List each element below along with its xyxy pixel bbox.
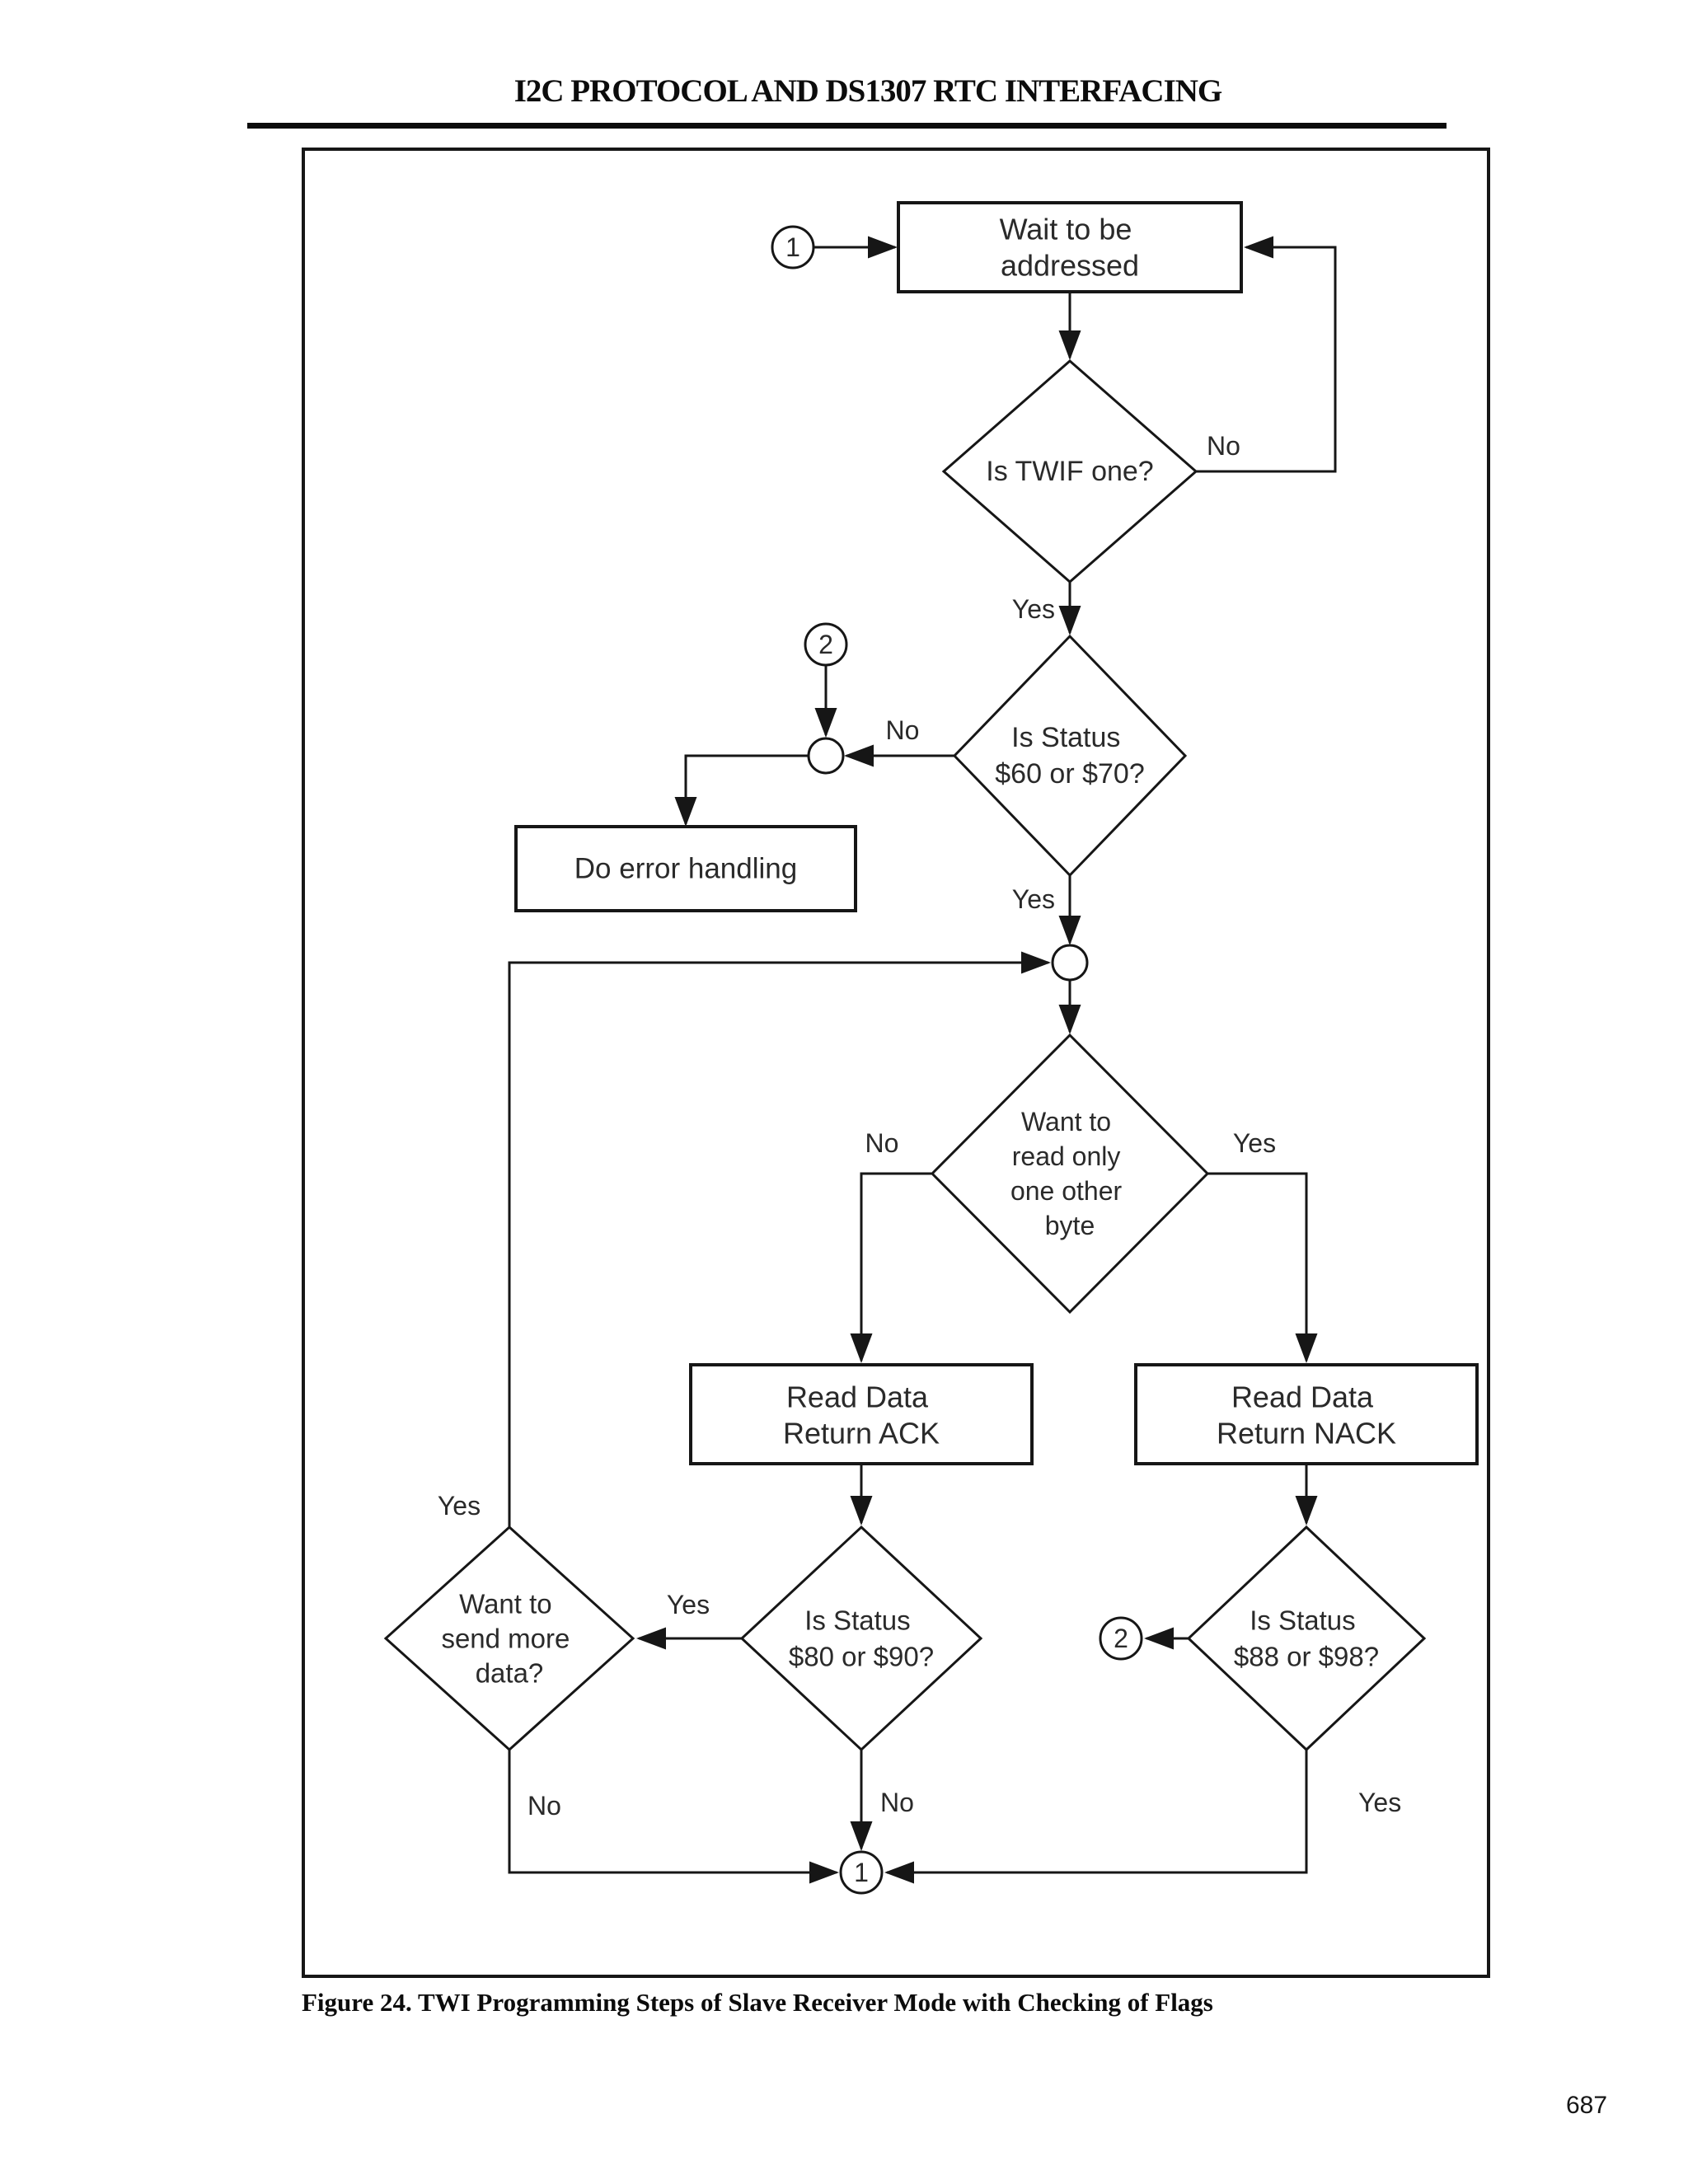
svg-text:Is Status $80 or $90?: Is Status $80 or $90? bbox=[789, 1596, 934, 1672]
connector-jump-2-bottom-label: 2 bbox=[1114, 1624, 1128, 1653]
edge-send-yes-loop bbox=[508, 951, 1051, 1527]
figure-caption: Figure 24. TWI Programming Steps of Slav… bbox=[302, 1988, 1213, 2017]
node-status88-diamond: Is Status $88 or $98? bbox=[1186, 1525, 1427, 1752]
wait-box-line1: Wait to be bbox=[1000, 213, 1132, 246]
send-diamond-line2: send more bbox=[441, 1624, 570, 1654]
edge-status88-yes bbox=[884, 1750, 1308, 1884]
node-twif-diamond: Is TWIF one? bbox=[941, 359, 1198, 583]
node-read-nack-box: Read Data Return NACK bbox=[1134, 1363, 1479, 1465]
node-status60-diamond: Is Status $60 or $70? bbox=[952, 634, 1188, 878]
svg-text:Is Status $88 or $98?: Is Status $88 or $98? bbox=[1234, 1596, 1379, 1672]
label-status60-yes: Yes bbox=[1012, 884, 1055, 914]
connector-jump-2-top-label: 2 bbox=[818, 630, 833, 659]
edge-read-yes bbox=[1207, 1172, 1318, 1363]
node-send-more-diamond: Want to send more data? bbox=[383, 1525, 635, 1752]
connector-end-1: 1 bbox=[839, 1850, 884, 1895]
svg-text:Want to read only: Want to read only one other byte bbox=[1010, 1098, 1129, 1240]
status80-line1: Is Status bbox=[804, 1605, 910, 1636]
label-status88-yes: Yes bbox=[1358, 1788, 1401, 1817]
ack-box-line1: Read Data bbox=[786, 1380, 929, 1414]
svg-text:Want to send more: Want to send more data? bbox=[441, 1579, 577, 1689]
connector-start-1-label: 1 bbox=[785, 232, 800, 262]
wait-box-line2: addressed bbox=[1001, 249, 1139, 283]
svg-text:Wait to be addressed: Wait to be addressed bbox=[1000, 202, 1141, 283]
connector-jump-2-bottom: 2 bbox=[1099, 1616, 1143, 1661]
status60-line1: Is Status bbox=[1011, 722, 1120, 753]
header-rule bbox=[247, 123, 1447, 129]
send-diamond-line3: data? bbox=[476, 1658, 544, 1689]
label-send-no: No bbox=[528, 1791, 561, 1821]
read-diamond-line2: read only bbox=[1012, 1141, 1121, 1171]
junction-circle-b bbox=[1051, 944, 1089, 982]
node-status80-diamond: Is Status $80 or $90? bbox=[739, 1525, 983, 1752]
read-diamond-line3: one other bbox=[1010, 1176, 1123, 1206]
label-read-no: No bbox=[865, 1128, 899, 1158]
label-send-yes: Yes bbox=[438, 1491, 481, 1521]
label-read-yes: Yes bbox=[1233, 1128, 1276, 1158]
error-box-line1: Do error handling bbox=[574, 853, 797, 885]
edge-send-no bbox=[508, 1750, 839, 1884]
connector-end-1-label: 1 bbox=[854, 1858, 869, 1887]
connector-start-1: 1 bbox=[771, 225, 815, 269]
read-diamond-line4: byte bbox=[1045, 1211, 1095, 1240]
nack-box-line1: Read Data bbox=[1231, 1380, 1374, 1414]
edge-read-no bbox=[850, 1172, 931, 1363]
label-status80-no: No bbox=[880, 1788, 914, 1817]
twif-diamond-line1: Is TWIF one? bbox=[986, 456, 1153, 487]
svg-text:Is Status $60 or $70?: Is Status $60 or $70? bbox=[995, 713, 1145, 790]
svg-text:Is TWIF one?: Is TWIF one? bbox=[986, 456, 1153, 487]
label-twif-no: No bbox=[1207, 431, 1240, 461]
read-diamond-line1: Want to bbox=[1021, 1107, 1111, 1137]
label-twif-yes: Yes bbox=[1012, 594, 1055, 624]
status80-line2: $80 or $90? bbox=[789, 1642, 934, 1672]
edge-connector-to-error bbox=[674, 754, 809, 827]
label-status80-yes: Yes bbox=[667, 1590, 710, 1619]
status60-line2: $60 or $70? bbox=[995, 758, 1145, 790]
send-diamond-line1: Want to bbox=[459, 1589, 552, 1619]
edge-twif-no-return bbox=[1196, 236, 1337, 473]
node-read-ack-box: Read Data Return ACK bbox=[689, 1363, 1034, 1465]
node-read-one-byte-diamond: Want to read only one other byte bbox=[930, 1033, 1210, 1315]
svg-text:Read Data Return ACK: Read Data Return ACK bbox=[783, 1370, 940, 1451]
node-error-box: Do error handling bbox=[514, 825, 857, 912]
status88-line2: $88 or $98? bbox=[1234, 1642, 1379, 1672]
connector-jump-2-top: 2 bbox=[804, 622, 848, 667]
svg-text:Read Data Return NACK: Read Data Return NACK bbox=[1217, 1370, 1396, 1451]
label-status60-no: No bbox=[886, 715, 920, 745]
nack-box-line2: Return NACK bbox=[1217, 1417, 1396, 1451]
node-wait-box: Wait to be addressed bbox=[897, 201, 1243, 293]
svg-text:Do error handling: Do error handling bbox=[574, 853, 797, 885]
ack-box-line2: Return ACK bbox=[783, 1417, 940, 1451]
page-title: I2C PROTOCOL AND DS1307 RTC INTERFACING bbox=[513, 73, 1223, 109]
status88-line1: Is Status bbox=[1250, 1605, 1355, 1636]
page-number: 687 bbox=[1565, 2092, 1608, 2119]
junction-circle-a bbox=[807, 737, 845, 775]
figure-border bbox=[302, 148, 1490, 1978]
